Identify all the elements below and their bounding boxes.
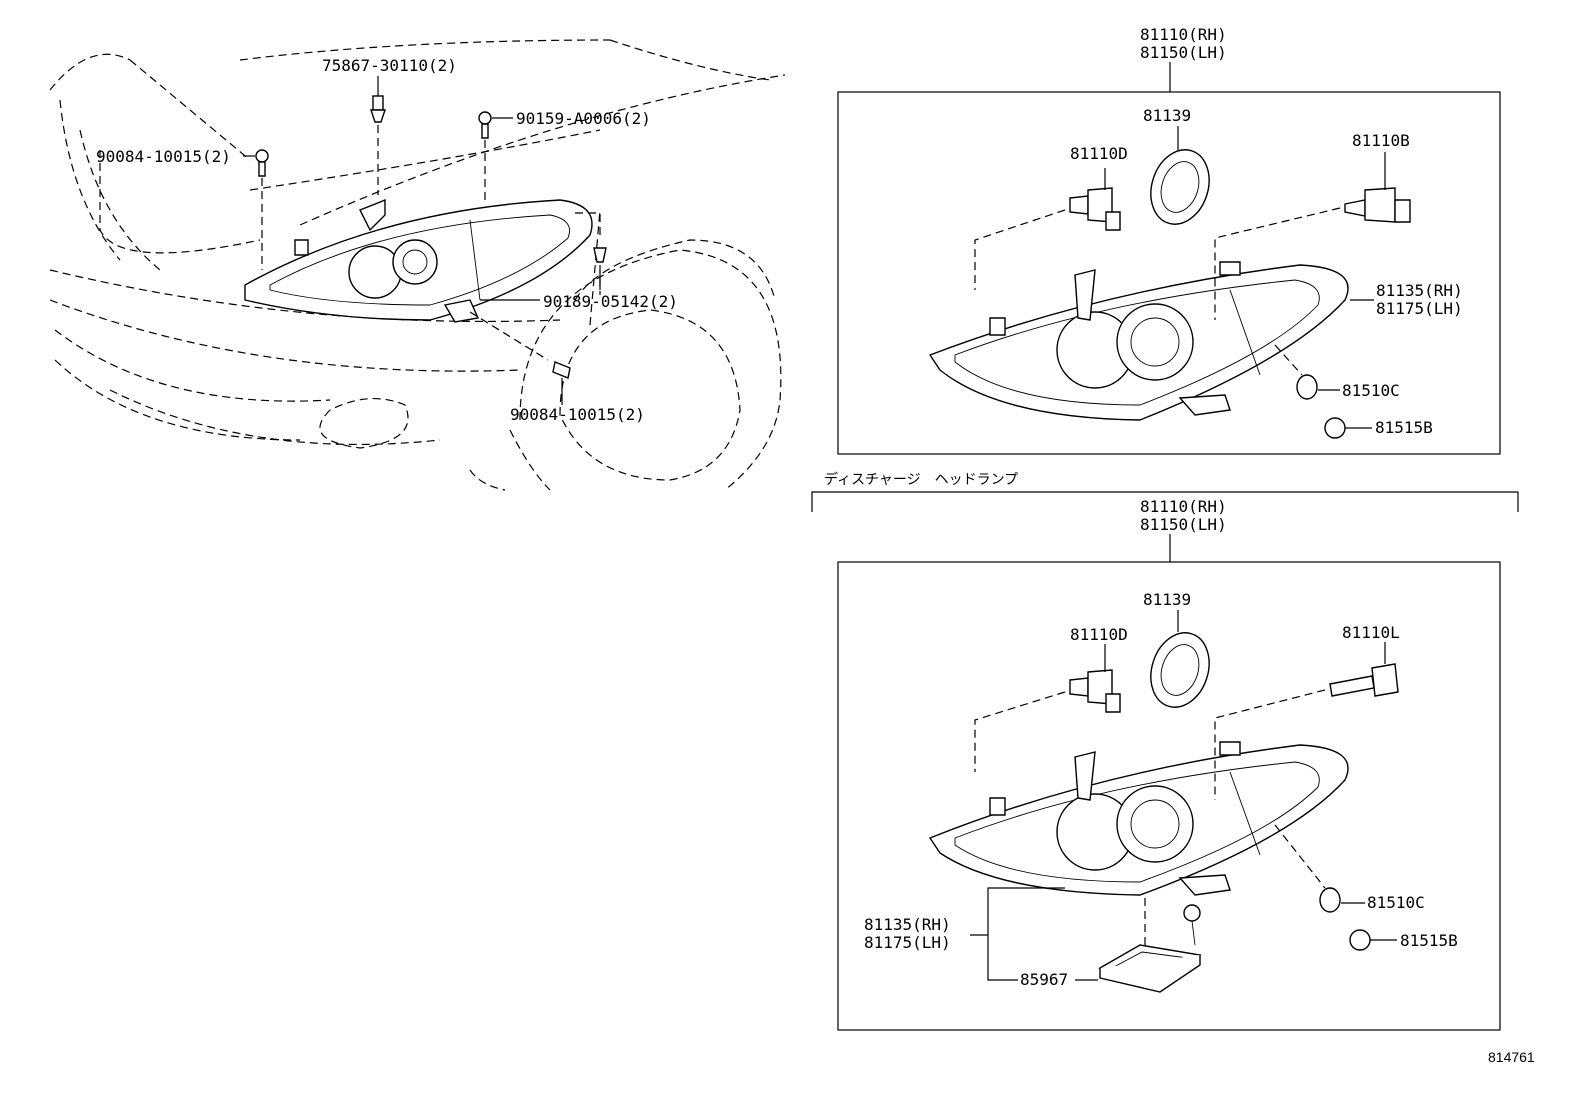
box1-frame: [837, 91, 1501, 455]
label-box2-side-bulb: 81510C: [1367, 893, 1425, 912]
label-90084-10015-bottom: 90084-10015(2): [510, 405, 645, 424]
label-90159-A0006: 90159-A0006(2): [516, 109, 651, 128]
label-box1-assy-lh: 81150(LH): [1140, 43, 1227, 62]
box1-cover-81139: [1150, 126, 1210, 225]
box2-side-bulb-81510C: [1274, 824, 1365, 913]
box2-bulb-81110D: [974, 644, 1121, 772]
box2-frame: [837, 561, 1501, 1031]
label-box2-assy-lh: 81150(LH): [1140, 515, 1227, 534]
label-box1-housing-lh: 81175(LH): [1376, 299, 1463, 318]
label-box2-assy-rh: 81110(RH): [1140, 497, 1227, 516]
car-fasteners: [243, 95, 607, 405]
figure-number: 814761: [1488, 1049, 1535, 1065]
box2-bulb-81110L: [1214, 642, 1399, 800]
car-headlamp: [244, 198, 593, 323]
box1-bulb-81110D: [974, 168, 1121, 290]
box1-bulb-81110B: [1214, 152, 1411, 320]
label-box1-assy-rh: 81110(RH): [1140, 25, 1227, 44]
label-75867-30110: 75867-30110(2): [322, 56, 457, 75]
screw-90159: [478, 111, 513, 205]
bolt-90084-bottom: [469, 311, 571, 405]
label-90084-10015-left: 90084-10015(2): [96, 147, 231, 166]
label-box2-housing-rh: 81135(RH): [864, 915, 951, 934]
label-box1-socket: 81515B: [1375, 418, 1433, 437]
box2-ballast-85967: [1075, 898, 1202, 993]
label-box1-housing-rh: 81135(RH): [1376, 281, 1463, 300]
label-box1-bulb-high: 81110B: [1352, 131, 1410, 150]
box1-socket-81515B: [1324, 417, 1372, 439]
box2-socket-81515B: [1349, 929, 1397, 951]
car-front-outline: [49, 39, 786, 491]
box1-headlamp: [928, 261, 1349, 421]
label-box2-housing-lh: 81175(LH): [864, 933, 951, 952]
label-box2-bulb-low: 81110D: [1070, 625, 1128, 644]
clip-75867: [370, 95, 386, 195]
label-90189-05142: 90189-05142(2): [543, 292, 678, 311]
leader-box2-housing: [987, 887, 1065, 981]
label-box2-bulb-hid: 81110L: [1342, 623, 1400, 642]
label-box2-cover: 81139: [1143, 590, 1191, 609]
bolt-90084-left: [243, 149, 269, 270]
label-box2-socket: 81515B: [1400, 931, 1458, 950]
label-box1-cover: 81139: [1143, 106, 1191, 125]
section-title-discharge-headlamp: ディスチャージ ヘッドランプ: [824, 471, 1018, 488]
label-box2-ballast: 85967: [1020, 970, 1068, 989]
label-box1-side-bulb: 81510C: [1342, 381, 1400, 400]
label-box1-bulb-low: 81110D: [1070, 144, 1128, 163]
section-bracket: [811, 491, 1519, 512]
box2-cover-81139: [1150, 610, 1210, 708]
box1-side-bulb-81510C: [1274, 344, 1340, 400]
box2-headlamp: [928, 741, 1349, 896]
